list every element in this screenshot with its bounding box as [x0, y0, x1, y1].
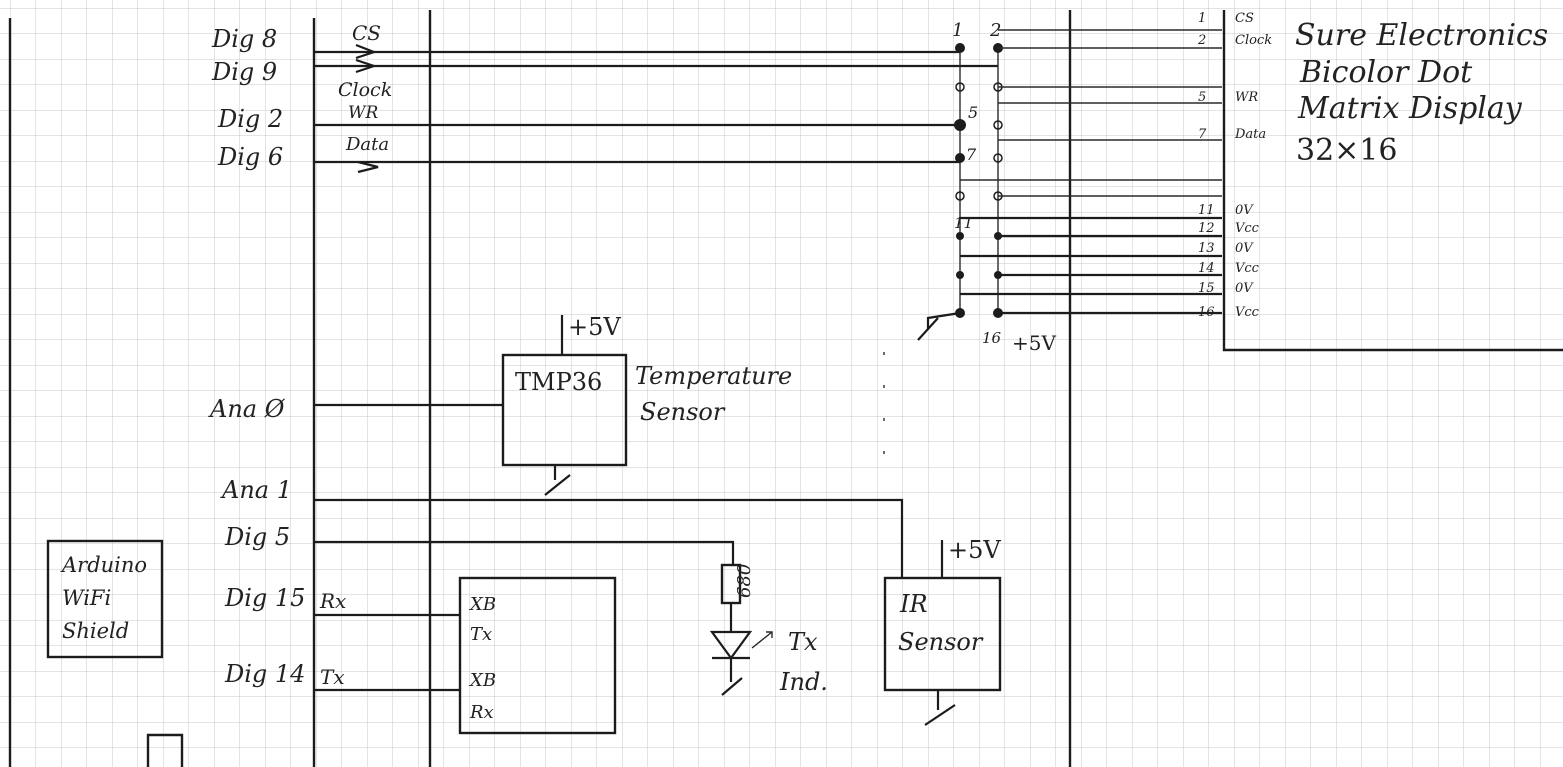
display-pin-number: 2 [1197, 33, 1206, 48]
connector-pin-1: 1 [952, 20, 963, 41]
resistor-value: 680 [734, 564, 755, 598]
tmp36-sensor [501, 315, 628, 496]
display-pin-name: Vcc [1235, 261, 1260, 276]
tmp36-supply-label: +5V [568, 313, 621, 341]
display-pin-name: Vcc [1235, 221, 1260, 236]
signal-label-data: Data [345, 134, 389, 155]
display-outline [1222, 10, 1563, 352]
display-pin-number: 16 [1198, 305, 1215, 320]
xbee-rx-top: XB [468, 670, 496, 691]
connector-pin-5: 5 [968, 103, 978, 122]
ir-sensor [883, 540, 1002, 726]
led-label-line1: Tx [788, 628, 818, 656]
wifi-shield-line2: WiFi [62, 586, 111, 610]
tmp36-chip-label: TMP36 [515, 368, 602, 396]
usb-connector [146, 733, 184, 767]
display-pin-number: 5 [1198, 90, 1206, 105]
pin-label-dig5: Dig 5 [224, 523, 290, 551]
xbee-rx-bottom: Rx [469, 702, 494, 723]
display-pin-number: 7 [1198, 127, 1207, 142]
display-title-line4: 32×16 [1296, 133, 1397, 168]
display-pin-name: Data [1234, 127, 1266, 142]
signal-label-tx: Tx [320, 665, 345, 689]
display-pin-number: 15 [1198, 281, 1215, 296]
wifi-shield-line1: Arduino [60, 553, 147, 577]
display-pin-name: 0V [1235, 241, 1254, 256]
display-pin-name: Vcc [1235, 305, 1260, 320]
pin-label-dig9: Dig 9 [211, 58, 277, 86]
wire-ana1 [314, 498, 904, 578]
pin-label-dig8: Dig 8 [211, 25, 277, 53]
connector-pin-11: 11 [954, 214, 973, 232]
display-pin-name: 0V [1235, 281, 1254, 296]
wifi-shield-line3: Shield [62, 619, 129, 643]
pin-label-dig14: Dig 14 [224, 660, 305, 688]
display-pin-number: 11 [1198, 203, 1215, 218]
display-title-line2: Bicolor Dot [1299, 55, 1473, 90]
wire-dig5 [314, 540, 735, 565]
tmp36-desc-line1: Temperature [635, 362, 792, 390]
signal-label-rx: Rx [319, 589, 346, 613]
pin-label-dig15: Dig 15 [224, 584, 305, 612]
pin-label-ana1: Ana 1 [220, 476, 292, 504]
pin-label-dig6: Dig 6 [217, 143, 283, 171]
xbee-tx-bottom: Tx [470, 624, 492, 645]
led-label-line2: Ind. [779, 668, 828, 696]
wifi-shield: Arduino WiFi Shield [46, 539, 164, 659]
ir-sensor-line1: IR [899, 590, 928, 618]
xbee-tx-top: XB [468, 594, 496, 615]
connector-pin-16: 16 [982, 329, 1002, 347]
display-title-line1: Sure Electronics [1295, 18, 1548, 53]
display-pin-name: WR [1235, 90, 1258, 105]
connector-pin-2: 2 [989, 20, 1001, 41]
connector-supply-label: +5V [1012, 331, 1056, 355]
display-pin-number: 1 [1198, 11, 1206, 26]
display-title-line3: Matrix Display [1297, 91, 1523, 126]
display-pin-name: CS [1235, 11, 1254, 26]
pin-label-ana0: Ana Ø [208, 395, 286, 423]
ir-sensor-supply-label: +5V [948, 536, 1001, 564]
display-pin-number: 13 [1198, 241, 1215, 256]
pin-label-dig2: Dig 2 [217, 105, 283, 133]
xbee-module [458, 576, 617, 735]
connector-ground-symbol [917, 311, 961, 341]
display-pin-number: 14 [1198, 261, 1215, 276]
signal-label-cs: CS [352, 21, 381, 45]
display-pin-name: Clock [1235, 33, 1272, 48]
ir-sensor-line2: Sensor [898, 628, 984, 656]
display-pin-name: 0V [1235, 203, 1254, 218]
display-pin-number: 12 [1198, 221, 1215, 236]
signal-label-wr: WR [348, 103, 378, 123]
connector-pin-7: 7 [966, 145, 977, 164]
tx-indicator-led [709, 630, 773, 696]
tmp36-desc-line2: Sensor [640, 398, 726, 426]
signal-label-clock: Clock [338, 79, 392, 101]
arrow-data [357, 160, 379, 174]
